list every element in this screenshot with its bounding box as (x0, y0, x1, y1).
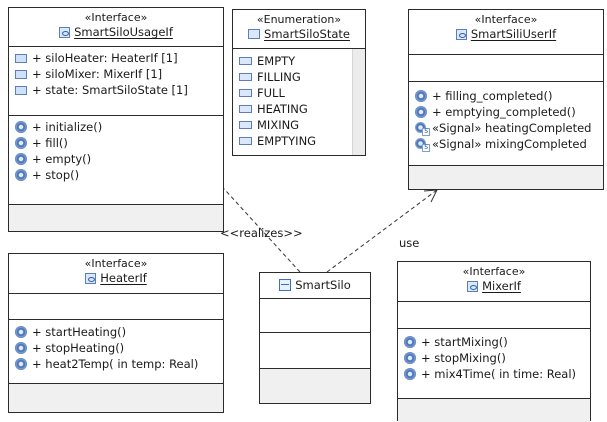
property-icon (15, 85, 27, 95)
class-name: SmartSiloState (264, 27, 350, 41)
literal-icon (239, 121, 252, 129)
stereotype: «Interface» (474, 13, 538, 26)
empty-compartment (260, 368, 370, 403)
class-name: HeaterIf (100, 271, 147, 285)
literal-row: HEATING (239, 101, 361, 117)
attributes-compartment (9, 293, 223, 319)
operation-row: + startHeating() (15, 324, 219, 340)
operation-row: + mix4Time( in time: Real) (404, 366, 586, 382)
class-header: «Interface» SmartSiliUserIf (409, 10, 603, 54)
literal-row: EMPTYING (239, 133, 361, 149)
operations-compartment (260, 332, 370, 368)
operation-row: + stopMixing() (404, 350, 586, 366)
literal-row: MIXING (239, 117, 361, 133)
operation-icon (15, 326, 27, 338)
attribute-row: + siloHeater: HeaterIf [1] (15, 50, 219, 66)
operation-icon (415, 90, 427, 102)
class-name: MixerIf (482, 279, 521, 293)
operation-row: + heat2Temp( in temp: Real) (15, 356, 219, 372)
operation-icon (404, 336, 416, 348)
stereotype: «Interface» (462, 265, 526, 278)
attributes-compartment (398, 301, 590, 328)
attribute-row: + siloMixer: MixerIf [1] (15, 66, 219, 82)
class-icon (279, 279, 292, 291)
operation-icon (15, 137, 27, 149)
class-smartsilousageif[interactable]: «Interface» SmartSiloUsageIf + siloHeate… (8, 7, 224, 232)
operations-compartment: + initialize() + fill() + empty() + stop… (9, 115, 223, 204)
operation-icon (15, 169, 27, 181)
interface-icon (85, 272, 97, 284)
literal-icon (239, 137, 252, 145)
literal-icon (239, 105, 252, 113)
property-icon (15, 69, 27, 79)
literal-row: FILLING (239, 69, 361, 85)
class-smartsiliuserif[interactable]: «Interface» SmartSiliUserIf + filling_co… (408, 9, 604, 190)
class-name: SmartSilo (295, 278, 351, 292)
class-name: SmartSiliUserIf (470, 27, 557, 41)
class-smartsilo[interactable]: SmartSilo (259, 272, 371, 404)
scrollbar[interactable] (352, 49, 365, 155)
operations-compartment: + startHeating() + stopHeating() + heat2… (9, 319, 223, 383)
literal-icon (239, 89, 252, 97)
empty-compartment (409, 165, 603, 189)
operation-icon (15, 358, 27, 370)
signal-icon: S (415, 122, 430, 136)
class-header: «Interface» HeaterIf (9, 254, 223, 293)
signal-icon: S (415, 138, 430, 152)
operation-row: + filling_completed() (415, 88, 599, 104)
signal-row: S«Signal» mixingCompleted (415, 136, 599, 152)
operations-compartment: + filling_completed() + emptying_complet… (409, 81, 603, 165)
operation-row: + emptying_completed() (415, 104, 599, 120)
stereotype: «Enumeration» (256, 13, 342, 26)
use-arrowhead (423, 189, 438, 203)
attributes-compartment (260, 298, 370, 332)
operation-row: + stop() (15, 167, 219, 183)
attributes-compartment: + siloHeater: HeaterIf [1] + siloMixer: … (9, 46, 223, 115)
class-name: SmartSiloUsageIf (74, 25, 173, 39)
class-heaterif[interactable]: «Interface» HeaterIf + startHeating() + … (8, 253, 224, 413)
stereotype: «Interface» (84, 257, 148, 270)
class-mixerif[interactable]: «Interface» MixerIf + startMixing() + st… (397, 261, 591, 422)
empty-compartment (398, 398, 590, 422)
literal-row: FULL (239, 85, 361, 101)
attribute-row: + state: SmartSiloState [1] (15, 82, 219, 98)
operation-row: + initialize() (15, 119, 219, 135)
stereotype: «Interface» (84, 11, 148, 24)
operation-row: + startMixing() (404, 334, 586, 350)
operation-icon (404, 352, 416, 364)
literal-icon (239, 57, 252, 65)
class-header: «Interface» SmartSiloUsageIf (9, 8, 223, 46)
literals-compartment[interactable]: EMPTY FILLING FULL HEATING MIXING EMPTYI… (233, 48, 365, 155)
operation-row: + fill() (15, 135, 219, 151)
literal-row: EMPTY (239, 53, 361, 69)
interface-icon (467, 280, 479, 292)
interface-icon (59, 26, 71, 38)
operation-row: + empty() (15, 151, 219, 167)
operation-row: + stopHeating() (15, 340, 219, 356)
empty-compartment (9, 204, 223, 231)
empty-compartment (9, 383, 223, 412)
class-header: «Enumeration» SmartSiloState (233, 10, 365, 48)
operations-compartment: + startMixing() + stopMixing() + mix4Tim… (398, 328, 590, 398)
use-connector (326, 189, 438, 273)
operation-icon (415, 106, 427, 118)
class-header: SmartSilo (260, 273, 370, 298)
operation-icon (15, 153, 27, 165)
use-label: use (399, 236, 420, 250)
class-header: «Interface» MixerIf (398, 262, 590, 301)
class-smartsilostate[interactable]: «Enumeration» SmartSiloState EMPTY FILLI… (232, 9, 366, 156)
literal-icon (239, 73, 252, 81)
operation-icon (15, 342, 27, 354)
operation-icon (15, 121, 27, 133)
operation-icon (404, 368, 416, 380)
realizes-connector (204, 167, 301, 273)
interface-icon (455, 28, 467, 40)
signal-row: S«Signal» heatingCompleted (415, 120, 599, 136)
realizes-label: <<realizes>> (220, 226, 303, 240)
property-icon (15, 53, 27, 63)
enumeration-icon (248, 29, 261, 39)
attributes-compartment (409, 54, 603, 81)
